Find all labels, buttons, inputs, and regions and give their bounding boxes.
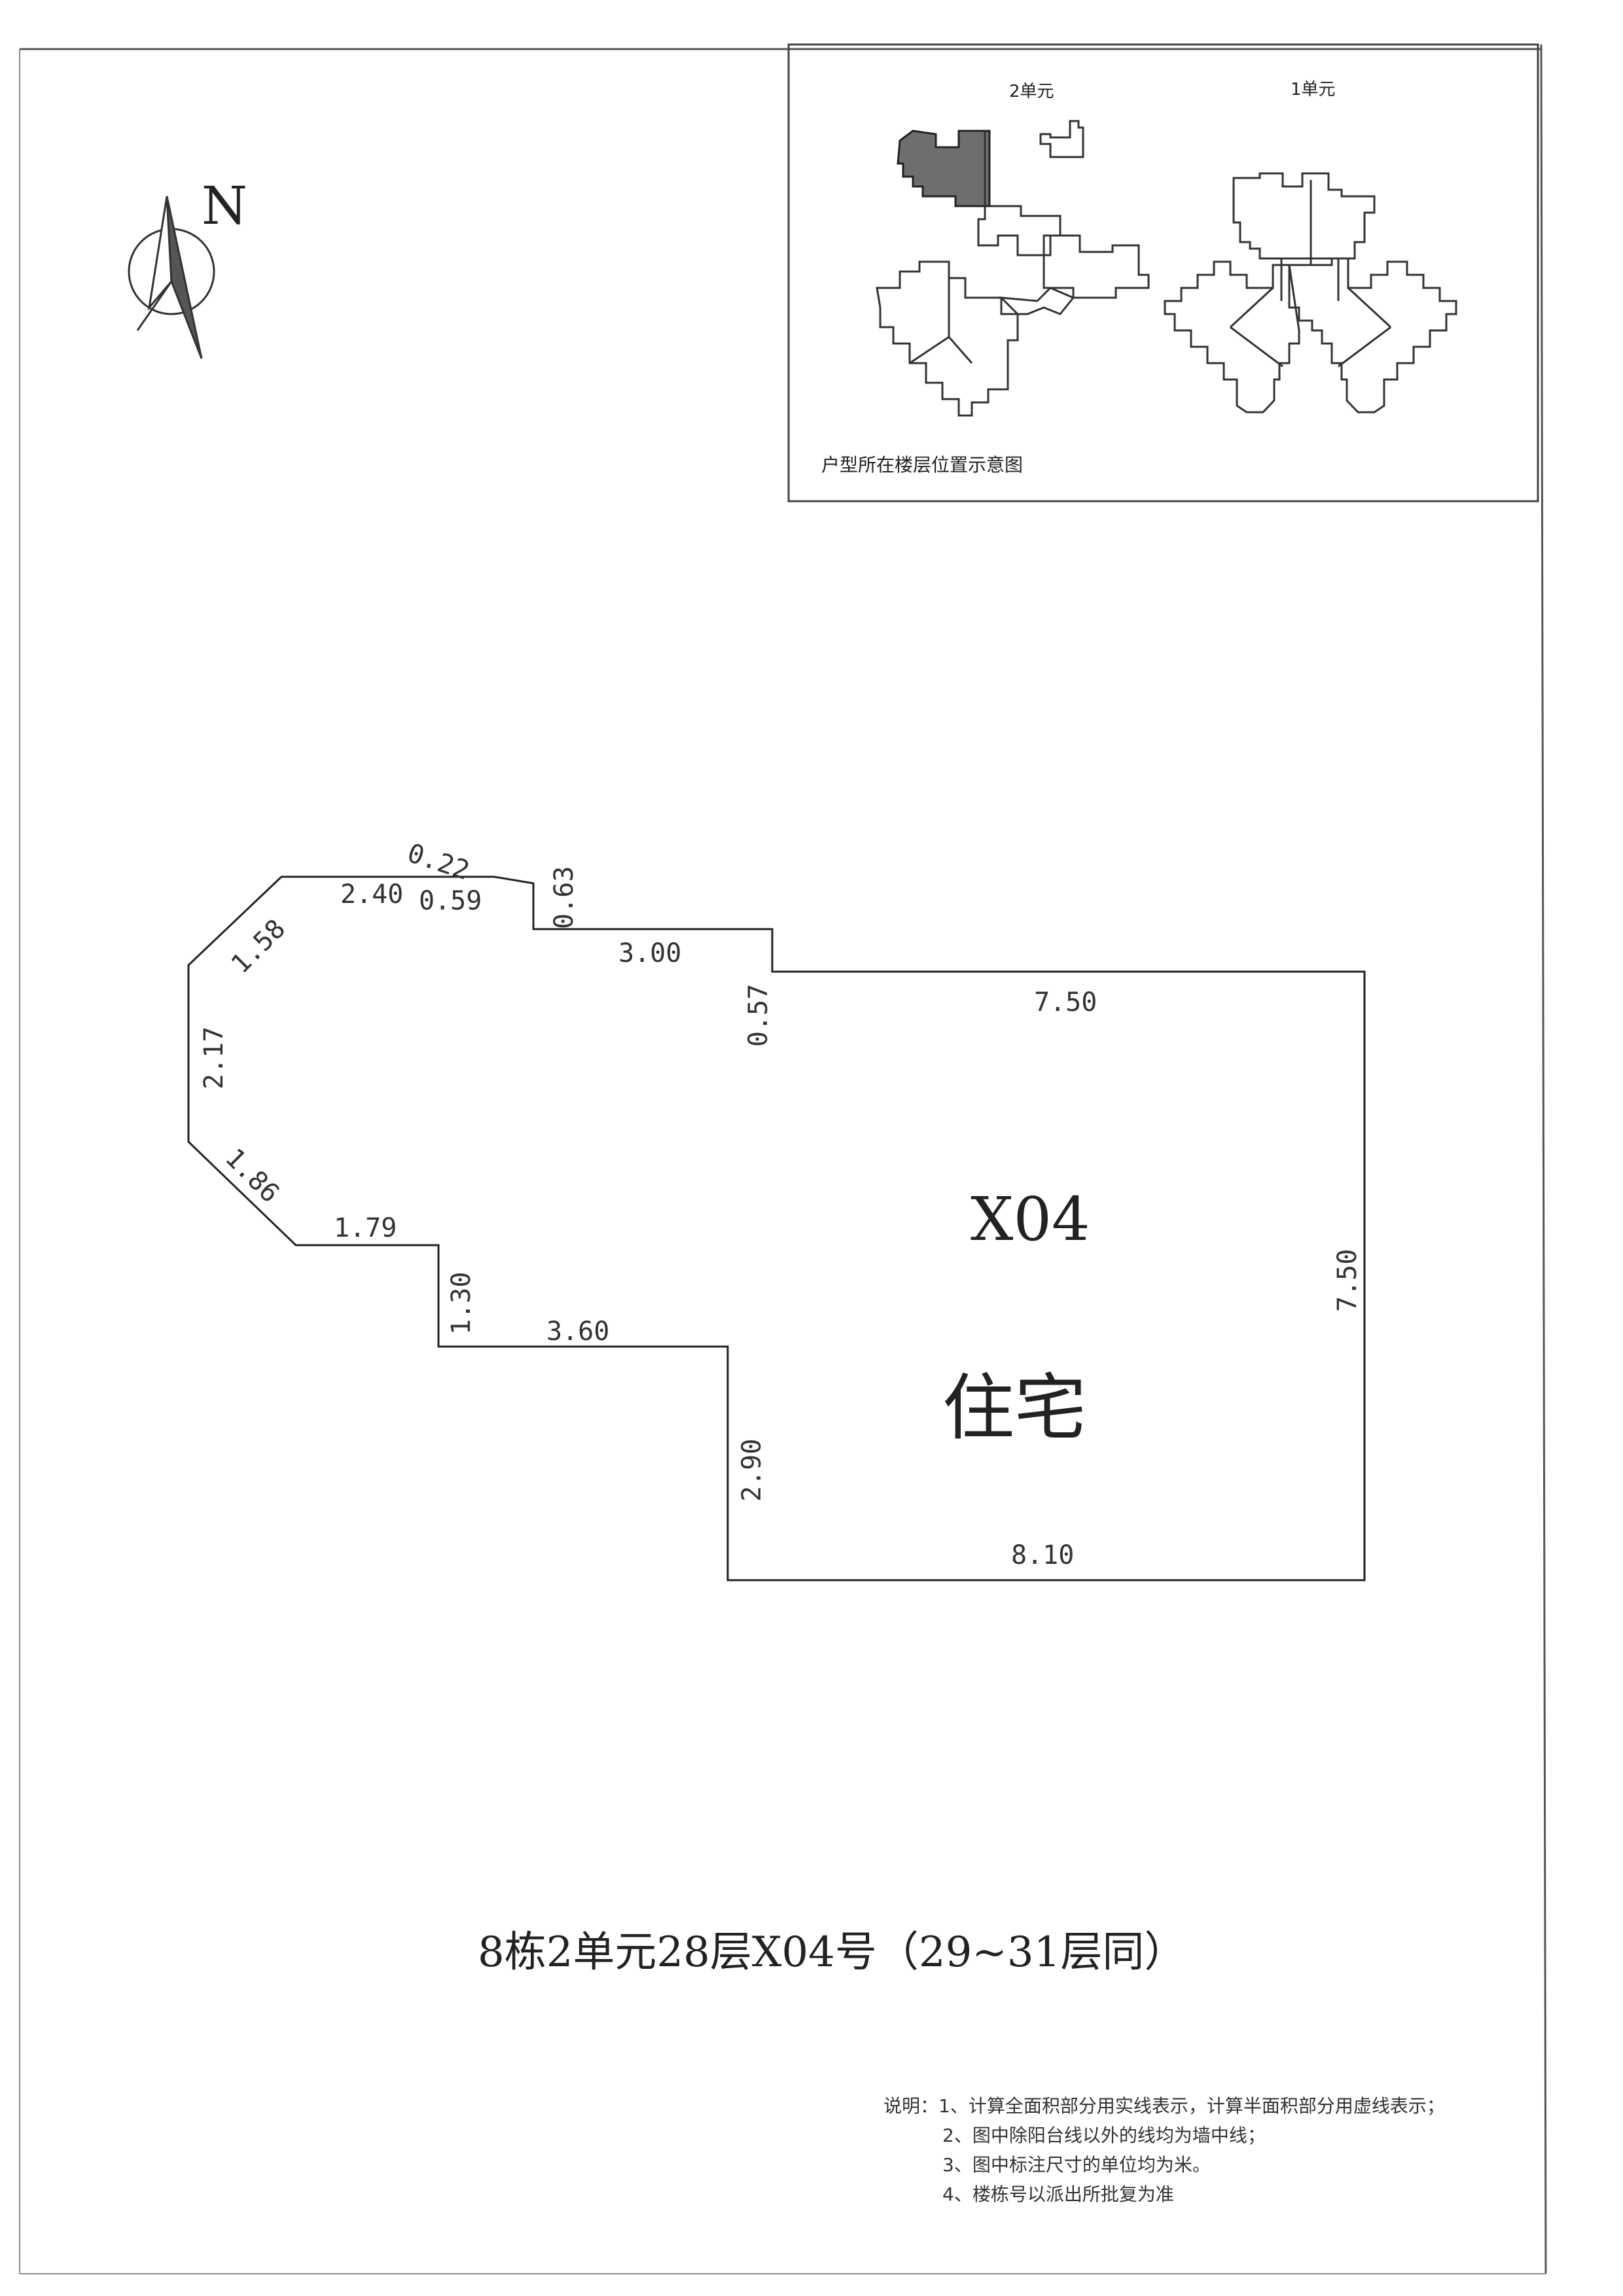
- dimension-label: 0.57: [743, 984, 774, 1047]
- inset-unit-label-1: 1单元: [1291, 80, 1336, 99]
- dimension-label: 0.63: [549, 866, 579, 929]
- page-frame: [19, 44, 1547, 2274]
- dimension-label: 1.79: [334, 1213, 397, 1243]
- note-line: 说明：1、计算全面积部分用实线表示，计算半面积部分用虚线表示；: [883, 2095, 1445, 2117]
- dimension-label: 2.90: [737, 1439, 767, 1502]
- dimension-label: 2.40: [340, 879, 403, 910]
- note-line: 3、图中标注尺寸的单位均为米。: [942, 2154, 1211, 2176]
- notes-block: 说明：1、计算全面积部分用实线表示，计算半面积部分用虚线表示； 2、图中除阳台线…: [883, 2095, 1445, 2205]
- unit-x04-highlight: [897, 130, 991, 207]
- dimension-label: 0.22: [404, 838, 473, 887]
- dimension-label: 3.60: [546, 1316, 609, 1347]
- dimension-label: 3.00: [618, 938, 681, 968]
- north-arrow-icon: N: [128, 175, 247, 359]
- unit-usage: 住宅: [942, 1366, 1086, 1450]
- dimension-label: 1.86: [219, 1143, 285, 1209]
- unit-1-outline: [1164, 172, 1457, 414]
- unit-2-outline: [876, 120, 1150, 417]
- drawing-title: 8栋2单元28层X04号（29~31层同）: [478, 1928, 1186, 1977]
- dimension-label: 7.50: [1332, 1249, 1363, 1312]
- note-line: 4、楼栋号以派出所批复为准: [942, 2183, 1174, 2205]
- inset-caption: 户型所在楼层位置示意图: [821, 454, 1023, 476]
- note-line: 2、图中除阳台线以外的线均为墙中线；: [942, 2125, 1266, 2146]
- location-inset: 2单元 1单元 户型所在楼层位置示意图: [787, 43, 1539, 503]
- dimension-label: 0.59: [419, 886, 482, 916]
- floor-plan: 0.22 2.40 0.59 0.63 1.58 3.00 0.57 7.50 …: [187, 838, 1366, 1581]
- unit-x04-outline: [187, 875, 1366, 1581]
- dimension-label: 1.30: [446, 1272, 476, 1335]
- unit-code: X04: [971, 1184, 1090, 1254]
- dimension-label: 2.17: [199, 1027, 229, 1089]
- dimension-label: 1.58: [226, 913, 292, 980]
- dimension-label: 8.10: [1011, 1540, 1074, 1570]
- north-label: N: [202, 175, 247, 236]
- inset-unit-label-2: 2单元: [1009, 82, 1054, 101]
- dimension-label: 7.50: [1034, 987, 1097, 1017]
